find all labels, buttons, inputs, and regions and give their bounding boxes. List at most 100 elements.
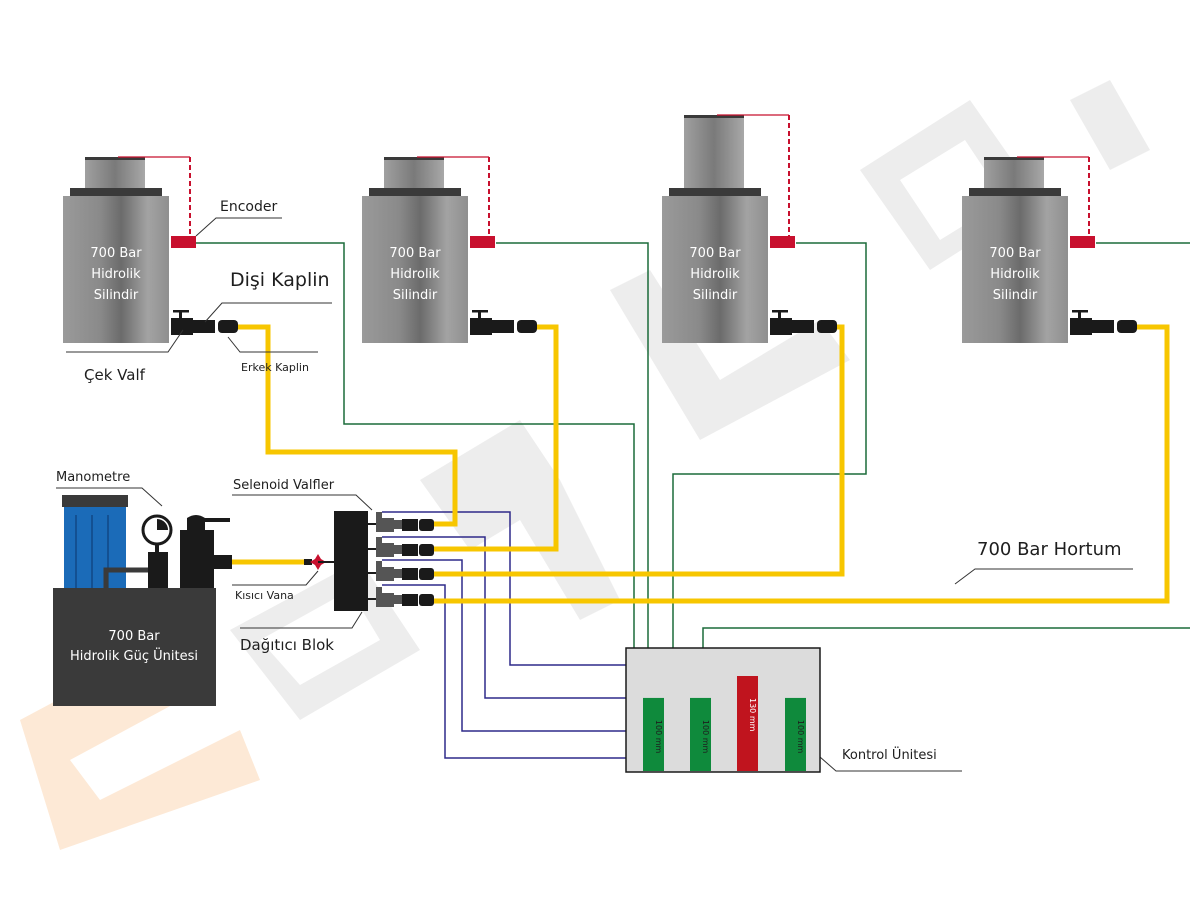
callout-leaders (56, 217, 1133, 772)
cylinder-label-line: Hidrolik (390, 267, 440, 282)
readout-bar (737, 676, 758, 771)
power-unit-label-line1: 700 Bar (108, 629, 160, 644)
solenoid-valve[interactable] (368, 561, 434, 581)
solenoid-valve[interactable] (368, 512, 434, 532)
solenoid-valve[interactable] (368, 587, 434, 607)
female-coupler-icon (1092, 320, 1114, 333)
pump-handle (187, 515, 230, 530)
cylinder-label-line: Silindir (94, 288, 139, 303)
signal-wire-3 (672, 242, 867, 648)
cylinder-label-line: 700 Bar (989, 246, 1041, 261)
coupler-icon (402, 519, 418, 531)
encoder-label: Encoder (220, 199, 277, 215)
watermark-letter-r (420, 420, 620, 620)
signal-wire-4-return (702, 627, 1190, 648)
coupler-icon (419, 519, 434, 531)
cylinder-ram (684, 115, 744, 188)
reservoir-cap (62, 495, 128, 507)
signal-wire-1 (196, 242, 635, 648)
cylinder-label-line: Hidrolik (91, 267, 141, 282)
cylinder-label-line: Hidrolik (990, 267, 1040, 282)
valve-control-wires (382, 511, 626, 759)
male-coupler-label: Erkek Kaplin (241, 361, 309, 374)
cylinder-collar (70, 188, 162, 196)
cylinder-body (63, 196, 169, 343)
readout-value: 100 mm (796, 720, 805, 754)
power-unit-label-line2: Hidrolik Güç Ünitesi (70, 647, 198, 664)
check-valve-icon (770, 318, 792, 335)
coupler-icon (419, 544, 434, 556)
female-coupler-icon (792, 320, 814, 333)
cylinder-label-line: 700 Bar (90, 246, 142, 261)
power-unit-body (53, 588, 216, 706)
cylinder-collar (369, 188, 461, 196)
cylinder-body (962, 196, 1068, 343)
check-valve-icon (1070, 318, 1092, 335)
encoder-sensor (171, 236, 196, 248)
manometer-leader (56, 487, 163, 507)
male-coupler-icon (218, 320, 238, 333)
female-coupler-label: Dişi Kaplin (230, 269, 330, 291)
coupler-icon (402, 568, 418, 580)
manifold-leader (240, 611, 363, 629)
oil-tank (64, 507, 126, 589)
signal-wire-2 (496, 242, 649, 648)
coupler-icon (419, 594, 434, 606)
cylinder-collar (669, 188, 761, 196)
cylinder-ram (85, 157, 145, 188)
readout-bar (690, 697, 711, 771)
female-coupler-icon (492, 320, 514, 333)
cylinder-label-line: 700 Bar (389, 246, 441, 261)
solenoid-valves-label: Selenoid Valfler (233, 478, 335, 493)
coupler-icon (402, 544, 418, 556)
hose-1 (238, 324, 458, 527)
control-unit-label: Kontrol Ünitesi (842, 746, 937, 763)
cylinder-collar (969, 188, 1061, 196)
hose-4 (432, 324, 1170, 604)
manifold-label: Dağıtıcı Blok (240, 636, 334, 654)
encoder-leader (195, 217, 282, 237)
coupler-icon (402, 594, 418, 606)
check-valve-coupler (470, 310, 537, 335)
manometer-label: Manometre (56, 470, 130, 485)
female-coupler-icon (193, 320, 215, 333)
solenoid-valves-leader (232, 494, 373, 511)
pump-body (180, 530, 214, 589)
manifold-block (334, 511, 368, 611)
male-coupler-leader (227, 336, 318, 353)
cylinder-label-line: 700 Bar (689, 246, 741, 261)
encoder-sensor (770, 236, 795, 248)
coupler-icon (419, 568, 434, 580)
hose-2 (432, 324, 559, 552)
cylinder-body (662, 196, 768, 343)
solenoid-valve[interactable] (368, 537, 434, 557)
check-valve-label: Çek Valf (84, 366, 146, 384)
check-valve-icon (171, 318, 193, 335)
valve-wire-2 (382, 536, 626, 699)
check-valve-coupler (171, 310, 238, 335)
valve-wire-4 (382, 584, 626, 759)
cylinder-label-line: Silindir (693, 288, 738, 303)
cylinder-ram (384, 157, 444, 188)
watermark-letter-n (1070, 80, 1150, 170)
check-valve-coupler (770, 310, 837, 335)
readout-value: 100 mm (701, 720, 710, 754)
readout-value: 100 mm (654, 720, 663, 754)
stroke-readout-bar: 100 mm (690, 697, 711, 771)
cylinder-ram (984, 157, 1044, 188)
check-valve-leader (66, 329, 184, 353)
cylinder-body (362, 196, 468, 343)
check-valve-coupler (1070, 310, 1137, 335)
throttle-valve-label: Kısıcı Vana (235, 589, 294, 602)
throttle-valve[interactable] (304, 554, 336, 570)
check-valve-icon (470, 318, 492, 335)
hydraulic-power-unit: 700 Bar Hidrolik Güç Ünitesi (53, 495, 232, 706)
encoder-sensor (1070, 236, 1095, 248)
male-coupler-icon (517, 320, 537, 333)
